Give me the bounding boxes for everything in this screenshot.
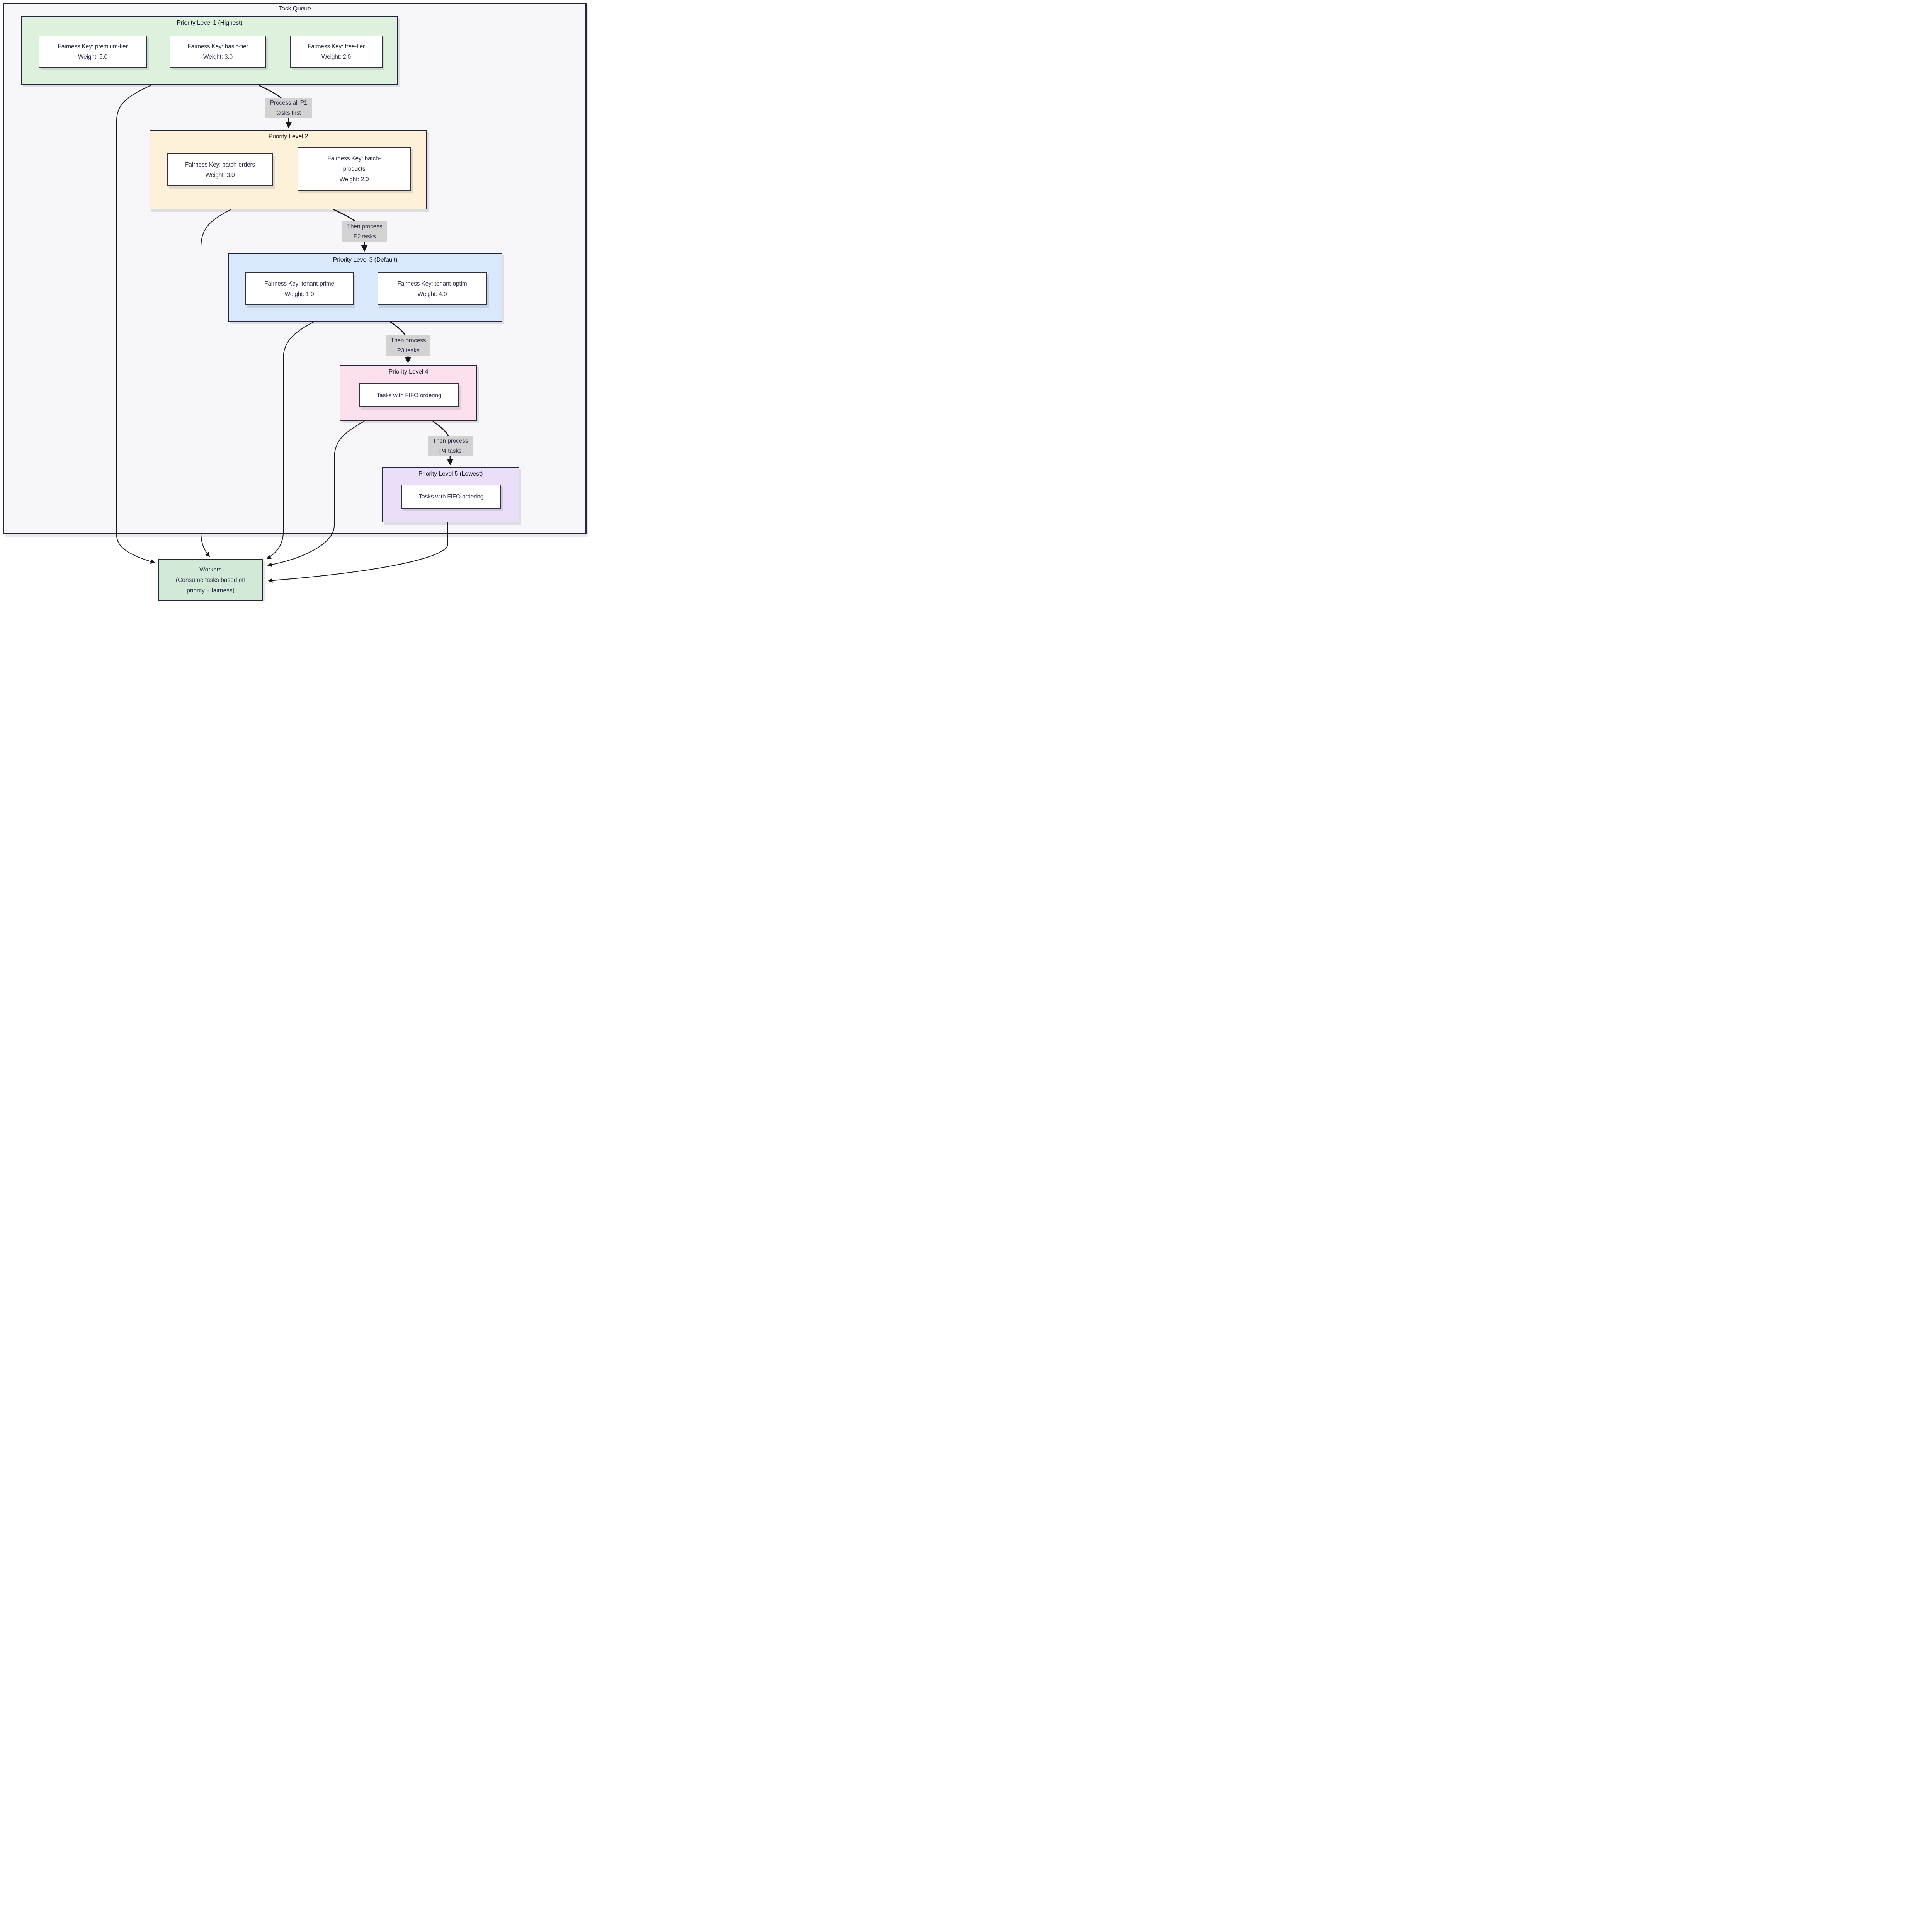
edge-label-line: Then process — [347, 223, 383, 230]
node-line: (Consume tasks based on — [175, 577, 246, 583]
node-line: Weight: 1.0 — [284, 291, 314, 298]
section-title: Priority Level 4 — [388, 369, 429, 375]
node-line: Weight: 2.0 — [321, 54, 351, 60]
node-line: Weight: 3.0 — [205, 172, 235, 179]
diagram-title: Task Queue — [279, 5, 311, 12]
node-workers: Workers (Consume tasks based on priority… — [158, 559, 263, 601]
node-free-tier: Fairness Key: free-tier Weight: 2.0 — [290, 36, 383, 68]
node-line: Fairness Key: batch-orders — [185, 161, 255, 168]
section-priority-level-5: Priority Level 5 (Lowest) Tasks with FIF… — [382, 467, 519, 522]
node-tenant-prime: Fairness Key: tenant-prime Weight: 1.0 — [245, 272, 354, 305]
edge-label-process-p3: Then process P3 tasks — [386, 335, 430, 356]
section-title: Priority Level 5 (Lowest) — [418, 471, 483, 477]
node-line: Fairness Key: tenant-optim — [397, 280, 467, 287]
node-line: Weight: 5.0 — [78, 54, 107, 60]
node-tenant-optim: Fairness Key: tenant-optim Weight: 4.0 — [378, 272, 487, 305]
flowchart-canvas: Task Queue Priority Level 1 (Highest) Fa… — [0, 0, 596, 601]
section-priority-level-2: Priority Level 2 Fairness Key: batch-ord… — [150, 130, 427, 209]
node-line: Fairness Key: premium-tier — [58, 43, 128, 50]
section-priority-level-3: Priority Level 3 (Default) Fairness Key:… — [228, 253, 502, 322]
section-priority-level-4: Priority Level 4 Tasks with FIFO orderin… — [340, 365, 477, 421]
node-line: Tasks with FIFO ordering — [376, 392, 442, 399]
edge-label-line: Then process — [432, 437, 468, 444]
edge-label-line: tasks first — [276, 109, 301, 116]
node-line: Fairness Key: tenant-prime — [264, 280, 334, 287]
section-title: Priority Level 2 — [268, 133, 308, 140]
node-fifo-p5: Tasks with FIFO ordering — [401, 485, 501, 509]
edge-label-process-p1: Process all P1 tasks first — [265, 98, 312, 118]
node-line: Weight: 3.0 — [203, 54, 233, 60]
node-line: Workers — [199, 566, 222, 573]
section-title: Priority Level 3 (Default) — [333, 257, 398, 263]
node-line: Fairness Key: free-tier — [308, 43, 365, 50]
node-line: products — [343, 165, 366, 172]
node-fifo-p4: Tasks with FIFO ordering — [359, 383, 459, 407]
node-line: Fairness Key: basic-tier — [187, 43, 248, 50]
node-line: Fairness Key: batch- — [327, 155, 381, 162]
section-title: Priority Level 1 (Highest) — [177, 20, 243, 26]
section-priority-level-1: Priority Level 1 (Highest) Fairness Key:… — [21, 16, 398, 85]
node-line: Tasks with FIFO ordering — [418, 493, 484, 500]
edge-label-line: P2 tasks — [353, 233, 376, 240]
node-line: Weight: 2.0 — [339, 176, 369, 183]
node-line: Weight: 4.0 — [417, 291, 447, 298]
edge-label-process-p4: Then process P4 tasks — [428, 436, 473, 456]
edge-label-line: Then process — [390, 337, 426, 344]
node-batch-products: Fairness Key: batch- products Weight: 2.… — [298, 147, 411, 191]
edge-label-line: Process all P1 — [270, 99, 308, 106]
edge-label-line: P3 tasks — [397, 347, 420, 354]
node-premium-tier: Fairness Key: premium-tier Weight: 5.0 — [39, 36, 147, 68]
node-batch-orders: Fairness Key: batch-orders Weight: 3.0 — [167, 153, 273, 186]
node-basic-tier: Fairness Key: basic-tier Weight: 3.0 — [170, 36, 266, 68]
node-line: priority + fairness) — [187, 587, 235, 594]
edge-label-process-p2: Then process P2 tasks — [342, 221, 387, 242]
edge-label-line: P4 tasks — [439, 447, 462, 454]
